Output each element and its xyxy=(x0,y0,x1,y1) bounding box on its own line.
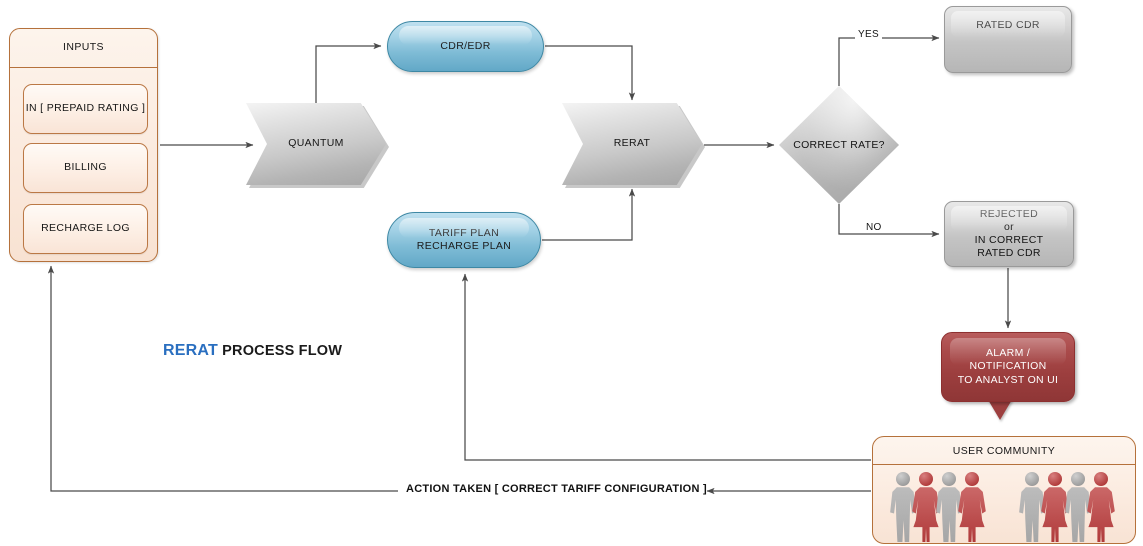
people-group-right xyxy=(1018,468,1115,542)
edge-label-yes: YES xyxy=(855,29,882,40)
edge-tariff-to-rerat xyxy=(542,188,636,241)
rejected-line-1: REJECTED xyxy=(979,207,1039,220)
person-icon-female xyxy=(1040,472,1070,542)
quantum-node[interactable]: QUANTUM xyxy=(246,103,386,185)
rejected-line-4: RATED CDR xyxy=(977,247,1041,260)
rerat-node[interactable]: RERAT xyxy=(562,103,702,185)
edge-decision-yes-to-rated-cdr xyxy=(838,34,940,86)
input-item-in-prepaid-rating[interactable]: IN [ PREPAID RATING ] xyxy=(23,84,148,134)
diagram-title: RERAT PROCESS FLOW xyxy=(163,342,342,360)
action-taken-label: ACTION TAKEN [ CORRECT TARIFF CONFIGURAT… xyxy=(406,483,707,495)
edge-community-to-tariff xyxy=(461,273,871,461)
user-community-panel: USER COMMUNITY xyxy=(872,436,1136,544)
input-item-billing[interactable]: BILLING xyxy=(23,143,148,193)
diagram-title-rest: PROCESS FLOW xyxy=(217,343,343,359)
tariff-plan-line-1: TARIFF PLAN xyxy=(428,226,500,239)
rejected-line-2: or xyxy=(1003,220,1015,233)
rated-cdr-node[interactable]: RATED CDR xyxy=(944,6,1072,73)
tariff-plan-node[interactable]: TARIFF PLAN RECHARGE PLAN xyxy=(387,212,541,268)
person-icon-female xyxy=(911,472,941,542)
alarm-notification-node[interactable]: ALARM / NOTIFICATION TO ANALYST ON UI xyxy=(941,332,1075,420)
rejected-cdr-node[interactable]: REJECTED or IN CORRECT RATED CDR xyxy=(944,201,1074,267)
edge-decision-no-to-rejected xyxy=(838,204,940,238)
edge-action-to-inputs xyxy=(47,265,398,492)
person-icon-male xyxy=(889,472,917,542)
person-icon-male xyxy=(935,472,963,542)
person-icon-male xyxy=(1064,472,1092,542)
person-icon-female xyxy=(1086,472,1116,542)
inputs-panel: INPUTS IN [ PREPAID RATING ] BILLING REC… xyxy=(9,28,158,262)
edge-cdredr-to-rerat xyxy=(545,45,636,101)
alarm-callout-tail xyxy=(987,398,1013,420)
alarm-callout-body: ALARM / NOTIFICATION TO ANALYST ON UI xyxy=(941,332,1075,402)
people-group-left xyxy=(889,468,986,542)
rejected-line-3: IN CORRECT xyxy=(974,234,1044,246)
alarm-line-2: NOTIFICATION xyxy=(969,360,1047,373)
edge-quantum-to-cdredr xyxy=(315,42,382,103)
alarm-line-3: TO ANALYST ON UI xyxy=(957,373,1059,386)
correct-rate-decision-node[interactable]: CORRECT RATE? xyxy=(779,86,899,204)
diagram-title-accent: RERAT xyxy=(163,342,218,359)
input-item-recharge-log[interactable]: RECHARGE LOG xyxy=(23,204,148,254)
tariff-plan-line-2: RECHARGE PLAN xyxy=(416,240,512,252)
edge-label-no: NO xyxy=(863,222,885,233)
person-icon-male xyxy=(1018,472,1046,542)
cdr-edr-node[interactable]: CDR/EDR xyxy=(387,21,544,72)
inputs-panel-title: INPUTS xyxy=(10,29,157,68)
decision-label: CORRECT RATE? xyxy=(793,139,885,151)
alarm-line-1: ALARM / xyxy=(985,346,1031,359)
person-icon-female xyxy=(957,472,987,542)
user-community-title: USER COMMUNITY xyxy=(873,437,1135,465)
